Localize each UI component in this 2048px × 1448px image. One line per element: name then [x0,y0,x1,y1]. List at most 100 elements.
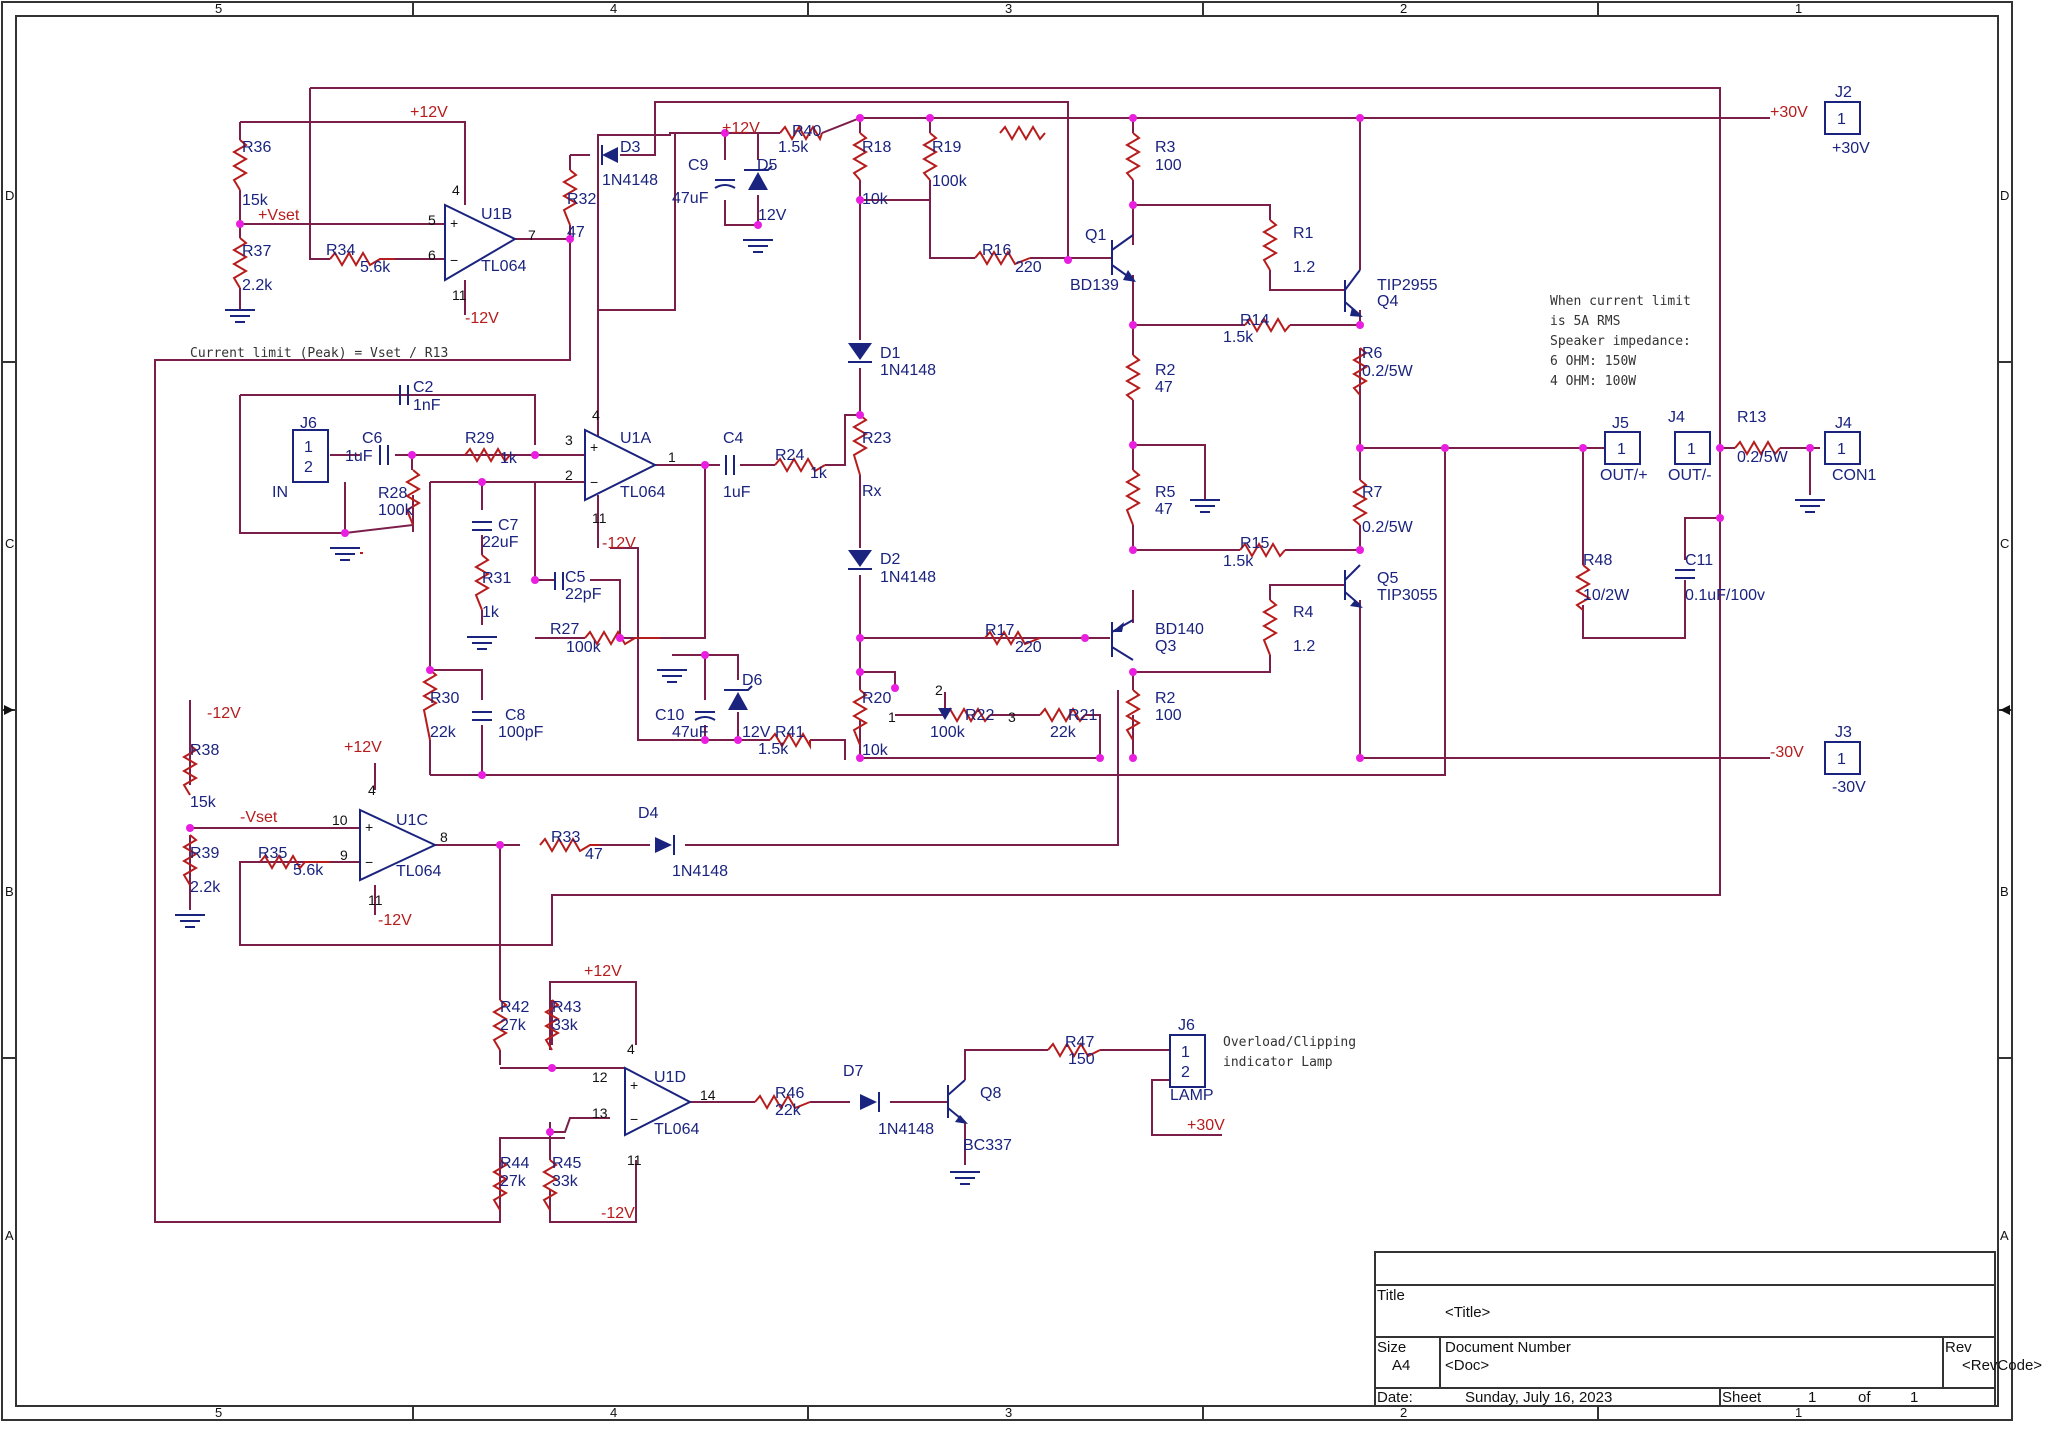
resistor-icon [852,414,868,476]
zone-row-left: B [5,884,14,899]
resistor-icon [492,999,508,1051]
ref-label: R22 [965,707,994,724]
ref-label: J4 [1835,415,1852,432]
svg-text:+: + [630,1077,638,1093]
ref-label: D2 [880,551,901,568]
value-label: 100 [1155,707,1182,724]
resistor-icon [422,669,438,741]
zone-col-top: 1 [1795,1,1802,16]
zone-col-bottom: 3 [1005,1405,1012,1420]
sheet-label: Sheet [1722,1389,1762,1406]
connector-j3[interactable] [1824,741,1861,775]
title-value: <Title> [1445,1304,1491,1321]
resistor-icon [922,132,938,181]
net-label: +30V [1770,104,1808,121]
resistor-icon [769,732,811,750]
ref-label: C2 [413,379,434,396]
ref-label: R45 [552,1155,581,1172]
of-value: 1 [1910,1389,1918,1406]
net-label: +30V [1187,1117,1225,1134]
ref-label: J6 [300,415,317,432]
pin-number: 11 [627,1152,642,1168]
ref-label: R41 [775,724,804,741]
value-label: TL064 [620,484,665,501]
connector-lamp[interactable] [1169,1034,1206,1088]
pin-number: 14 [700,1087,716,1103]
zone-row-right: B [2000,884,2009,899]
ref-label: D6 [742,672,763,689]
ref-label: J6 [1178,1017,1195,1034]
value-label: BD139 [1070,277,1119,294]
connector-j4-con[interactable] [1824,431,1861,465]
value-label: 220 [1015,639,1042,656]
ground-symbols [175,239,1825,1185]
resistor-icon [232,139,248,191]
value-label: 1.2 [1293,638,1315,655]
svg-text:2: 2 [304,459,313,476]
value-label: 1k [810,465,828,482]
wires [154,87,1820,1223]
diode-icon [655,835,675,855]
ref-label: Q8 [980,1085,1001,1102]
connector-j2[interactable] [1824,101,1861,135]
ref-label: R23 [862,430,891,447]
resistor-icon [1239,542,1286,558]
value-label: 47 [1155,501,1173,518]
value-label: 0.1uF/100v [1685,587,1765,604]
svg-text:+: + [450,215,458,231]
value-label: BC337 [963,1137,1012,1154]
ref-label: U1B [481,206,512,223]
net-label: -12V [207,705,241,722]
ref-label: J3 [1835,724,1852,741]
connector-j4-out[interactable] [1674,431,1711,465]
ref-label: U1D [654,1069,686,1086]
zone-labels: 5 4 3 2 1 5 4 3 2 1 D C B A D C B A [5,1,2009,1420]
spec-note-line: When current limit [1550,294,1691,309]
opamp-icon: +− [444,203,518,282]
of-label: of [1858,1389,1871,1406]
opamp-symbols: +− +− +− +− [359,203,693,1137]
ref-label: R37 [242,243,271,260]
ref-label: R1 [1293,225,1314,242]
resistor-icon [1125,469,1141,526]
capacitor-icon [714,179,736,189]
value-label: 27k [500,1173,527,1190]
value-label: 150 [1068,1051,1095,1068]
zone-row-right: D [2000,188,2009,203]
resistor-icon [1047,1042,1101,1058]
ref-label: Q5 [1377,570,1398,587]
resistor-icon [984,630,1041,646]
value-label: 1k [482,604,500,621]
value-label: 1nF [413,397,441,414]
net-label: -12V [602,535,636,552]
value-label: 100pF [498,724,544,741]
net-label: +12V [410,104,448,121]
opamp-icon: +− [624,1066,693,1137]
value-label: 33k [552,1173,579,1190]
ref-label: J5 [1612,415,1629,432]
rev-value: <RevCode> [1962,1357,2042,1374]
net-label: -12V [465,310,499,327]
ref-label: R40 [792,123,821,140]
ref-label: J2 [1835,84,1852,101]
current-limit-note: Current limit (Peak) = Vset / R13 [190,346,448,361]
ground-icon [743,239,773,253]
resistor-icon [474,554,490,611]
ref-label: R46 [775,1085,804,1102]
connector-j5[interactable] [1604,431,1641,465]
resistor-icon [182,744,198,796]
zone-col-bottom: 1 [1795,1405,1802,1420]
spec-note-line: 4 OHM: 100W [1550,374,1636,389]
value-label: 15k [190,794,217,811]
capacitor-icon [472,711,492,721]
ref-label: C4 [723,430,744,447]
resistor-icon [405,469,421,526]
ref-label: R7 [1362,484,1383,501]
resistor-icon [329,251,395,267]
pin-number: 11 [452,287,467,303]
svg-text:+: + [590,439,598,455]
connector-in[interactable] [292,429,329,483]
value-label: 1N4148 [672,863,728,880]
spec-note-line: 6 OHM: 150W [1550,354,1636,369]
